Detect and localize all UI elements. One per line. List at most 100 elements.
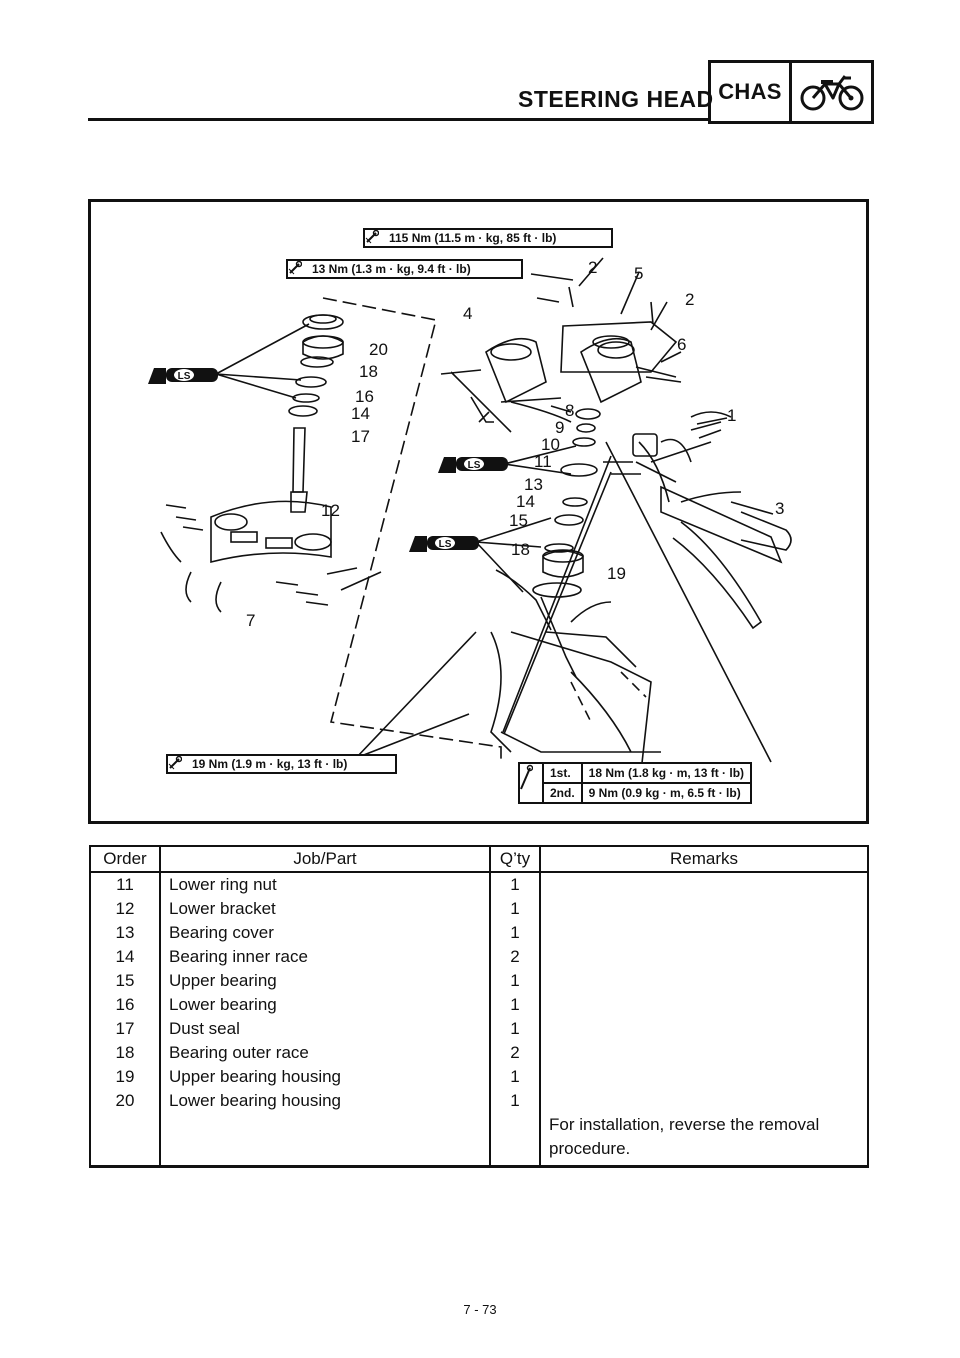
table-row: For installation, reverse the removal pr… (89, 1113, 869, 1168)
table-row: 18 Bearing outer race 2 (89, 1041, 869, 1065)
motorcycle-icon (792, 63, 871, 121)
callout-10: 10 (541, 435, 560, 454)
callout-2: 2 (588, 258, 598, 277)
remarks-cell (539, 1041, 869, 1065)
table-row: 17 Dust seal 1 (89, 1017, 869, 1041)
callout-12: 12 (321, 501, 340, 520)
torque-wrench-icon (288, 261, 312, 277)
job-cell: Dust seal (159, 1017, 491, 1041)
diagram-drawing (160, 257, 792, 773)
remarks-cell (539, 1065, 869, 1089)
order-cell: 11 (89, 872, 161, 897)
torque-wrench-icon (168, 756, 192, 772)
page-header: STEERING HEAD CHAS (88, 60, 874, 124)
job-cell: Upper bearing (159, 969, 491, 993)
torque-wrench-icon (365, 230, 389, 246)
torque-spec-lower-clamp: 19 Nm (1.9 m · kg, 13 ft · lb) (166, 754, 397, 774)
callout-18: 18 (359, 362, 378, 381)
ls-label: LS (439, 539, 452, 550)
remarks-cell (539, 872, 869, 897)
torque-value: 13 Nm (1.3 m · kg, 9.4 ft · lb) (312, 262, 471, 276)
callout-7: 7 (246, 611, 256, 630)
order-cell: 17 (89, 1017, 161, 1041)
order-cell: 18 (89, 1041, 161, 1065)
remarks-cell (539, 945, 869, 969)
chassis-badge-label: CHAS (711, 63, 792, 121)
torque-wrench-icon (518, 762, 544, 804)
qty-cell: 1 (489, 1089, 541, 1113)
job-cell: Lower bracket (159, 897, 491, 921)
table-row: 13 Bearing cover 1 (89, 921, 869, 945)
order-cell: 14 (89, 945, 161, 969)
table-header-row: Order Job/Part Q’ty Remarks (89, 845, 869, 873)
header-job-part: Job/Part (159, 845, 491, 873)
order-cell: 15 (89, 969, 161, 993)
torque-step-value: 9 Nm (0.9 kg · m, 6.5 ft · lb) (580, 782, 753, 804)
callout-14: 14 (351, 404, 370, 423)
torque-value: 19 Nm (1.9 m · kg, 13 ft · lb) (192, 757, 348, 771)
callout-6: 6 (677, 335, 687, 354)
torque-spec-handlebar-holder: 13 Nm (1.3 m · kg, 9.4 ft · lb) (286, 259, 523, 279)
job-cell: Upper bearing housing (159, 1065, 491, 1089)
qty-cell: 1 (489, 921, 541, 945)
qty-cell: 2 (489, 1041, 541, 1065)
callout-5: 5 (634, 264, 644, 283)
table-row: 11 Lower ring nut 1 (89, 872, 869, 897)
header-qty: Q’ty (489, 845, 541, 873)
table-row: 19 Upper bearing housing 1 (89, 1065, 869, 1089)
torque-step-row: 1st. 18 Nm (1.8 kg · m, 13 ft · lb) (518, 762, 753, 804)
qty-cell: 1 (489, 1065, 541, 1089)
remarks-cell (539, 969, 869, 993)
callout-11: 11 (534, 452, 552, 471)
callout-8: 8 (565, 401, 575, 420)
remarks-cell (539, 1089, 869, 1113)
qty-cell: 2 (489, 945, 541, 969)
header-remarks: Remarks (539, 845, 869, 873)
steering-head-exploded-diagram: 115 Nm (11.5 m · kg, 85 ft · lb) 13 Nm (… (88, 199, 869, 824)
table-row: 20 Lower bearing housing 1 (89, 1089, 869, 1113)
header-order: Order (89, 845, 161, 873)
torque-step-value: 18 Nm (1.8 kg · m, 13 ft · lb) (580, 762, 753, 784)
section-title: STEERING HEAD (518, 86, 714, 112)
callout-9: 9 (555, 418, 565, 437)
job-cell: Bearing outer race (159, 1041, 491, 1065)
torque-spec-upper-bolt: 115 Nm (11.5 m · kg, 85 ft · lb) (363, 228, 613, 248)
parts-table: Order Job/Part Q’ty Remarks 11 Lower rin… (89, 845, 869, 1168)
callout-4: 4 (463, 304, 473, 323)
job-cell (159, 1113, 491, 1168)
job-cell: Lower bearing (159, 993, 491, 1017)
order-cell: 13 (89, 921, 161, 945)
order-cell (89, 1113, 161, 1168)
qty-cell: 1 (489, 872, 541, 897)
order-cell: 20 (89, 1089, 161, 1113)
callout-15: 15 (509, 511, 528, 530)
job-cell: Bearing cover (159, 921, 491, 945)
installation-remark: For installation, reverse the removal pr… (549, 1115, 820, 1158)
job-cell: Lower bearing housing (159, 1089, 491, 1113)
torque-step: 1st. (542, 762, 583, 784)
qty-cell: 1 (489, 1017, 541, 1041)
qty-cell: 1 (489, 897, 541, 921)
callout-16: 16 (355, 387, 374, 406)
ls-label: LS (468, 460, 481, 471)
order-cell: 19 (89, 1065, 161, 1089)
table-row: 16 Lower bearing 1 (89, 993, 869, 1017)
callout-3: 3 (775, 499, 785, 518)
callout-17: 17 (351, 427, 370, 446)
remarks-cell (539, 897, 869, 921)
qty-cell: 1 (489, 969, 541, 993)
remarks-cell (539, 921, 869, 945)
header-rule (88, 118, 708, 121)
callout-2: 2 (685, 290, 695, 309)
remarks-cell (539, 1017, 869, 1041)
table-row: 12 Lower bracket 1 (89, 897, 869, 921)
page-number: 7 - 73 (463, 1302, 497, 1317)
torque-value: 115 Nm (11.5 m · kg, 85 ft · lb) (389, 231, 557, 245)
job-cell: Bearing inner race (159, 945, 491, 969)
order-cell: 16 (89, 993, 161, 1017)
remarks-cell: For installation, reverse the removal pr… (539, 1113, 869, 1168)
torque-step: 2nd. (542, 782, 583, 804)
chassis-badge: CHAS (708, 60, 874, 124)
job-cell: Lower ring nut (159, 872, 491, 897)
qty-cell: 1 (489, 993, 541, 1017)
